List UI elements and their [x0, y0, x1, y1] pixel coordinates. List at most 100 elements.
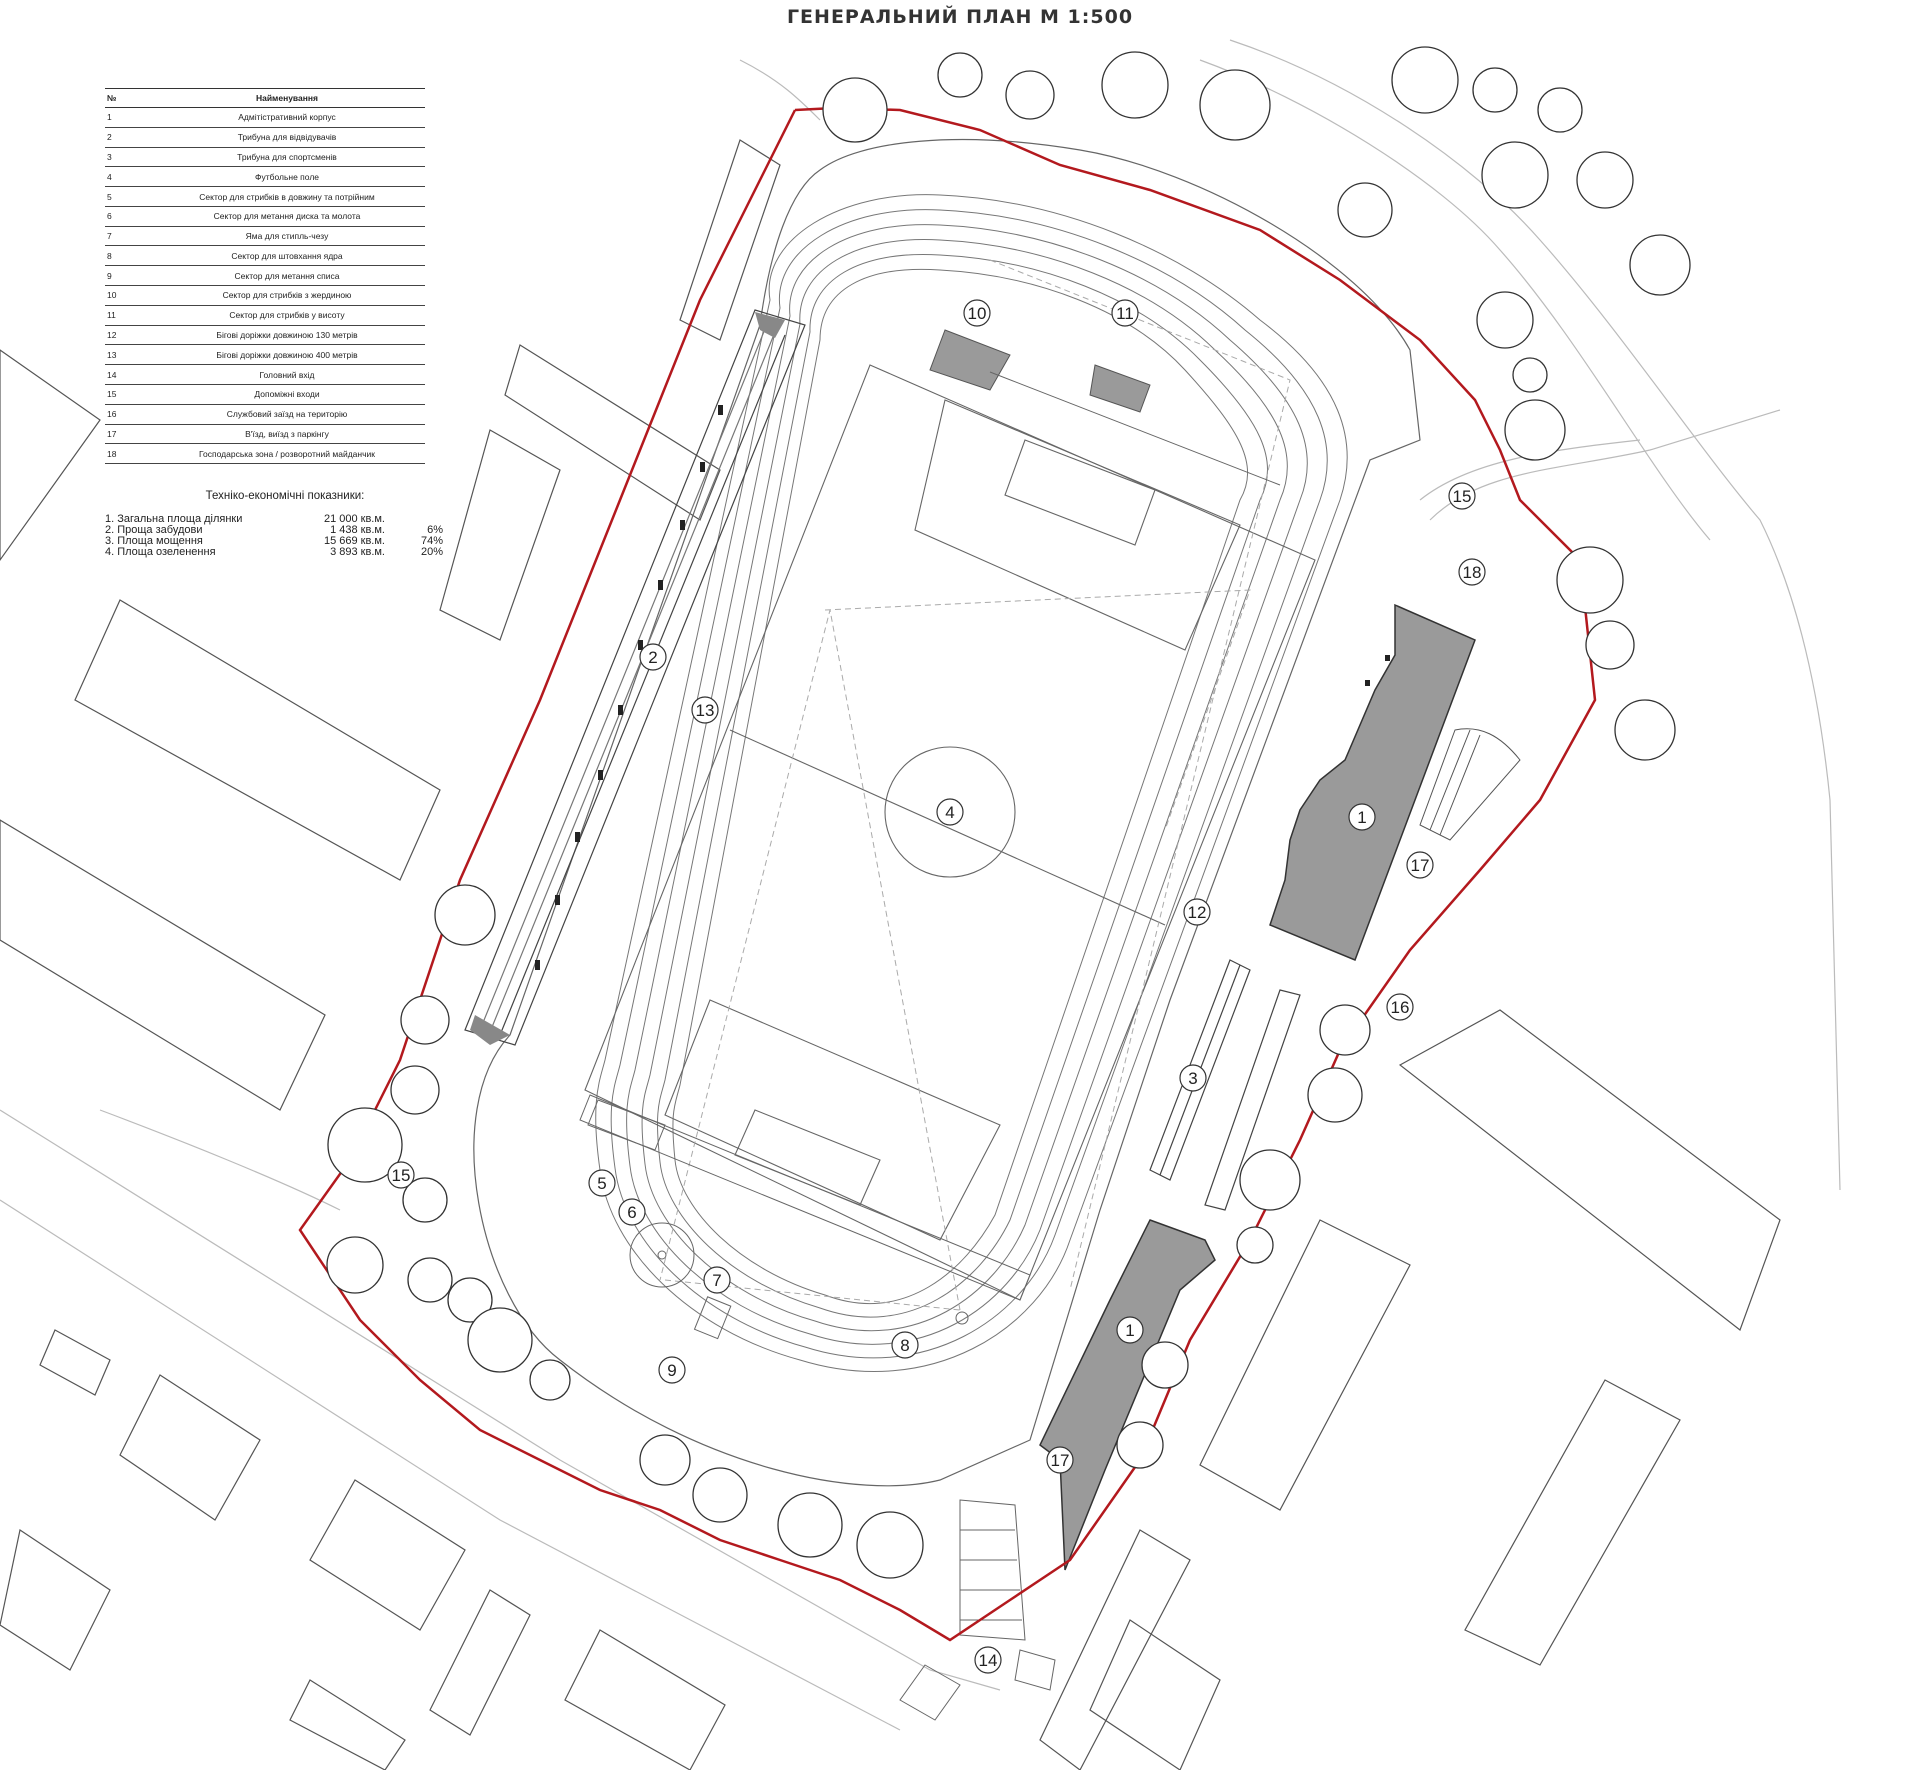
building-outline — [0, 1529, 111, 1671]
marker-8 — [891, 1331, 919, 1359]
centre-circle — [884, 746, 1016, 878]
track-lane — [672, 268, 1249, 1304]
tree — [327, 1107, 403, 1183]
shot-put-circle — [955, 1311, 969, 1325]
legend-no: 2 — [105, 127, 149, 148]
marker-label: 15 — [392, 1166, 411, 1185]
legend-no: 8 — [105, 245, 149, 267]
marker-label: 1 — [1125, 1321, 1134, 1340]
road — [0, 1109, 1001, 1691]
legend-name: Бігові доріжки довжиною 400 метрів — [149, 344, 425, 366]
legend-no: 3 — [105, 147, 149, 168]
tree — [1472, 67, 1518, 113]
plan-title: ГЕНЕРАЛЬНИЙ ПЛАН М 1:500 — [786, 6, 1134, 28]
legend-no: 17 — [105, 424, 149, 445]
tree — [1556, 546, 1624, 614]
building-outline — [1464, 1379, 1681, 1666]
tree — [1116, 1421, 1164, 1469]
marker-label: 2 — [648, 648, 657, 667]
tech-value: 3 893 кв.м. — [330, 546, 385, 558]
entrance-stairs — [959, 1499, 1026, 1641]
legend-no: 4 — [105, 166, 149, 188]
long-jump-pit — [587, 1099, 666, 1151]
marker-label: 17 — [1051, 1451, 1070, 1470]
marker-label: 1 — [1357, 808, 1366, 827]
tree — [1476, 291, 1534, 349]
tree — [1337, 182, 1393, 238]
legend-no: 13 — [105, 344, 149, 366]
marker-label: 12 — [1188, 903, 1207, 922]
tree — [1319, 1004, 1371, 1056]
building-outline — [309, 1479, 466, 1631]
legend-name: Сектор для штовхання ядра — [149, 245, 425, 267]
goal-area — [734, 1109, 881, 1206]
marker-label: 13 — [696, 701, 715, 720]
marker-label: 15 — [1453, 487, 1472, 506]
marker-2 — [639, 643, 667, 671]
road — [739, 59, 821, 121]
legend-no: 1 — [105, 107, 149, 128]
marker-label: 3 — [1188, 1069, 1197, 1088]
building-outline — [39, 1329, 111, 1396]
legend-no: 7 — [105, 226, 149, 247]
tech-pct: 74% — [420, 535, 443, 547]
tech-indicators: Техніко-економічні показники: 1. Загальн… — [105, 490, 445, 558]
legend-name: Сектор для стрибків у висоту — [149, 305, 425, 326]
football-field — [584, 364, 1316, 1301]
marker-3 — [1179, 1064, 1207, 1092]
tree — [1005, 70, 1055, 120]
building-outline — [1039, 1529, 1191, 1770]
legend-no: 5 — [105, 186, 149, 207]
tree — [1614, 699, 1676, 761]
legend-name: Господарська зона / розворотний майданчи… — [149, 443, 425, 465]
marker-label: 18 — [1463, 563, 1482, 582]
road — [99, 1109, 341, 1211]
legend-name: Сектор для стрибків в довжину та потрійн… — [149, 186, 425, 207]
tree — [402, 1177, 448, 1223]
legend-name: Службовий заїзд на територію — [149, 404, 425, 425]
throw-sector — [659, 609, 961, 1311]
road — [1229, 39, 1841, 1191]
parking-ramp — [1419, 728, 1521, 841]
legend-no: 11 — [105, 305, 149, 326]
pole-vault-pad — [929, 329, 1011, 391]
building-outline — [0, 349, 101, 562]
high-jump-pad — [1089, 364, 1151, 413]
marker-15 — [1448, 482, 1476, 510]
tree — [326, 1236, 384, 1294]
building-outline — [119, 1374, 261, 1521]
tree — [1199, 69, 1271, 141]
stair-block — [755, 312, 785, 338]
legend-no: 12 — [105, 325, 149, 346]
crosswalk — [1014, 1649, 1056, 1691]
legend-name: В'їзд, виїзд з паркінгу — [149, 424, 425, 445]
tree — [390, 1065, 440, 1115]
marker-9 — [658, 1356, 686, 1384]
tech-value: 15 669 кв.м. — [323, 535, 385, 547]
tree — [447, 1277, 493, 1323]
steeplechase-pit — [693, 1296, 732, 1340]
marker-11 — [1111, 299, 1139, 327]
marker-17 — [1406, 851, 1434, 879]
marker-label: 4 — [945, 803, 954, 822]
tree-group — [326, 46, 1691, 1579]
tree — [1537, 87, 1583, 133]
marker-label: 14 — [979, 1651, 998, 1670]
penalty-area — [914, 399, 1241, 651]
marker-10 — [963, 299, 991, 327]
legend-name: Адмітістративний корпус — [149, 107, 425, 128]
tree — [1141, 1341, 1189, 1389]
building-outline — [1199, 1219, 1411, 1511]
marker-18 — [1458, 558, 1486, 586]
legend-no: 10 — [105, 285, 149, 306]
tree — [639, 1434, 691, 1486]
building-outline — [679, 139, 781, 341]
